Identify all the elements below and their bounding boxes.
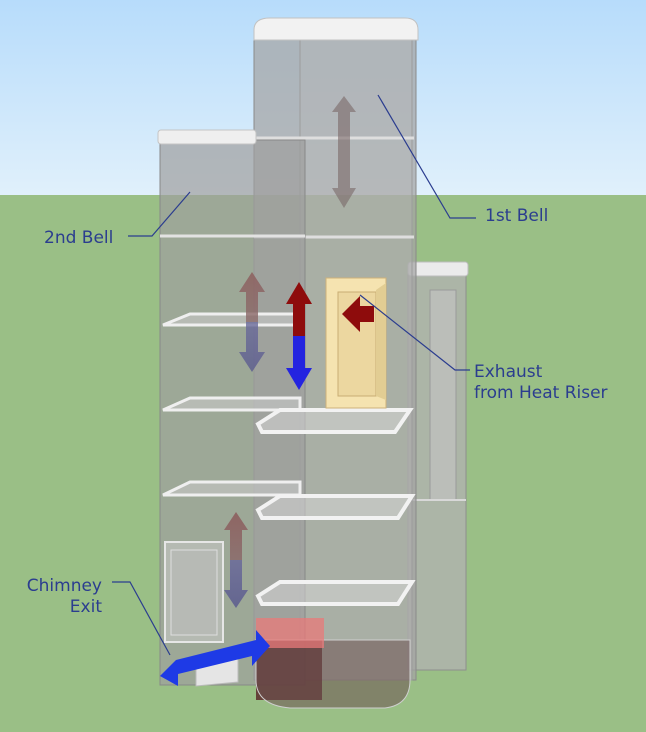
- lower-flow-arrow: [224, 512, 248, 608]
- exhaust-firebox: [325, 277, 387, 409]
- exhaust-arrow: [342, 296, 374, 332]
- heat-riser-column: [407, 261, 469, 671]
- exhaust-label-line1: Exhaust: [474, 362, 543, 382]
- chimney-label-line1: Chimney: [26, 576, 102, 596]
- chimney-exit-label: Chimney Exit: [20, 576, 102, 618]
- second-bell-label: 2nd Bell: [44, 228, 114, 248]
- chimney-label-line2: Exit: [69, 597, 102, 617]
- first-bell-label: 1st Bell: [485, 206, 549, 226]
- bell-red-blue-arrows: [286, 282, 312, 390]
- chimney-exit-arrow: [160, 630, 270, 686]
- shelves: [255, 408, 416, 606]
- burn-chamber: [255, 618, 411, 709]
- exhaust-label-line2: from Heat Riser: [474, 383, 608, 403]
- leader-lines: [112, 94, 476, 656]
- first-bell-flow-arrow: [332, 96, 356, 208]
- second-bell-flow-arrow: [239, 272, 265, 372]
- exhaust-label: Exhaust from Heat Riser: [474, 362, 608, 404]
